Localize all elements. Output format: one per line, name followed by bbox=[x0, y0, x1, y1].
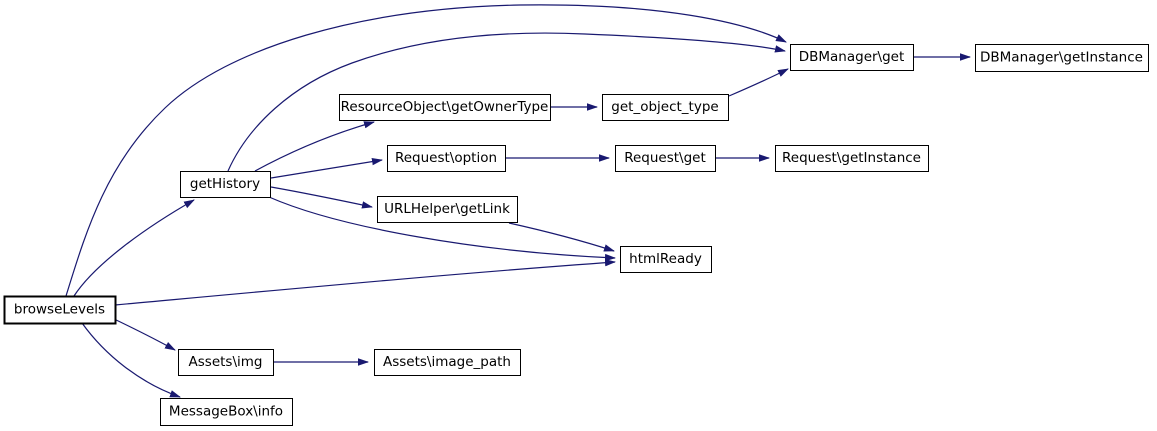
node-box bbox=[339, 94, 551, 121]
node-label: get_object_type bbox=[611, 99, 718, 115]
node-label: Request\option bbox=[395, 150, 497, 166]
node-URLHelper_getLink[interactable]: URLHelper\getLink bbox=[377, 196, 518, 223]
edge-getHistory-to-ResourceObject_getOwnerType bbox=[254, 121, 375, 172]
node-label: Request\getInstance bbox=[782, 150, 921, 166]
edge-browseLevels-to-MessageBox_info bbox=[81, 322, 181, 398]
node-label: ResourceObject\getOwnerType bbox=[341, 99, 549, 115]
edge-getHistory-to-Request_option bbox=[270, 157, 383, 179]
node-box bbox=[180, 171, 271, 198]
node-Request_getInstance[interactable]: Request\getInstance bbox=[775, 145, 929, 172]
edge-browseLevels-to-htmlReady bbox=[114, 259, 616, 306]
edge-browseLevels-to-Assets_img bbox=[111, 317, 176, 351]
node-browseLevels[interactable]: browseLevels bbox=[3, 295, 117, 325]
node-label: DBManager\get bbox=[799, 49, 905, 65]
node-box bbox=[975, 44, 1149, 72]
node-DBManager_getInstance[interactable]: DBManager\getInstance bbox=[975, 44, 1149, 72]
node-ResourceObject_getOwnerType[interactable]: ResourceObject\getOwnerType bbox=[339, 94, 551, 121]
node-box bbox=[790, 44, 914, 71]
node-get_object_type[interactable]: get_object_type bbox=[602, 94, 729, 121]
node-getHistory[interactable]: getHistory bbox=[180, 171, 271, 198]
node-label: Assets\image_path bbox=[383, 354, 511, 370]
node-label: URLHelper\getLink bbox=[384, 201, 510, 217]
node-box bbox=[775, 145, 929, 172]
edge-get_object_type-to-DBManager_get bbox=[728, 68, 789, 97]
node-box bbox=[374, 349, 521, 376]
node-box bbox=[602, 94, 729, 121]
node-box bbox=[178, 349, 274, 376]
node-Request_option[interactable]: Request\option bbox=[387, 145, 506, 172]
node-Assets_img[interactable]: Assets\img bbox=[178, 349, 274, 376]
node-Assets_image_path[interactable]: Assets\image_path bbox=[374, 349, 521, 376]
node-label: htmlReady bbox=[629, 251, 702, 267]
edge-getHistory-to-htmlReady bbox=[268, 196, 616, 262]
node-label: MessageBox\info bbox=[169, 404, 283, 420]
edge-browseLevels-to-getHistory bbox=[73, 199, 195, 297]
node-label: Request\get bbox=[624, 150, 706, 166]
edge-getHistory-to-URLHelper_getLink bbox=[270, 186, 373, 209]
node-label: browseLevels bbox=[14, 302, 105, 318]
edge-browseLevels-to-DBManager_get bbox=[65, 4, 787, 297]
node-box bbox=[615, 145, 716, 172]
edge-getHistory-to-DBManager_get bbox=[227, 32, 786, 172]
node-box bbox=[3, 295, 117, 325]
node-label: DBManager\getInstance bbox=[980, 50, 1143, 66]
node-box bbox=[160, 398, 293, 426]
node-Request_get[interactable]: Request\get bbox=[615, 145, 716, 172]
node-htmlReady[interactable]: htmlReady bbox=[620, 246, 712, 273]
edge-URLHelper_getLink-to-htmlReady bbox=[508, 222, 615, 252]
node-DBManager_get[interactable]: DBManager\get bbox=[790, 44, 914, 71]
node-MessageBox_info[interactable]: MessageBox\info bbox=[160, 398, 293, 426]
node-label: getHistory bbox=[190, 176, 260, 192]
node-label: Assets\img bbox=[189, 354, 263, 370]
node-box bbox=[620, 246, 712, 273]
node-box bbox=[377, 196, 518, 223]
node-box bbox=[387, 145, 506, 172]
